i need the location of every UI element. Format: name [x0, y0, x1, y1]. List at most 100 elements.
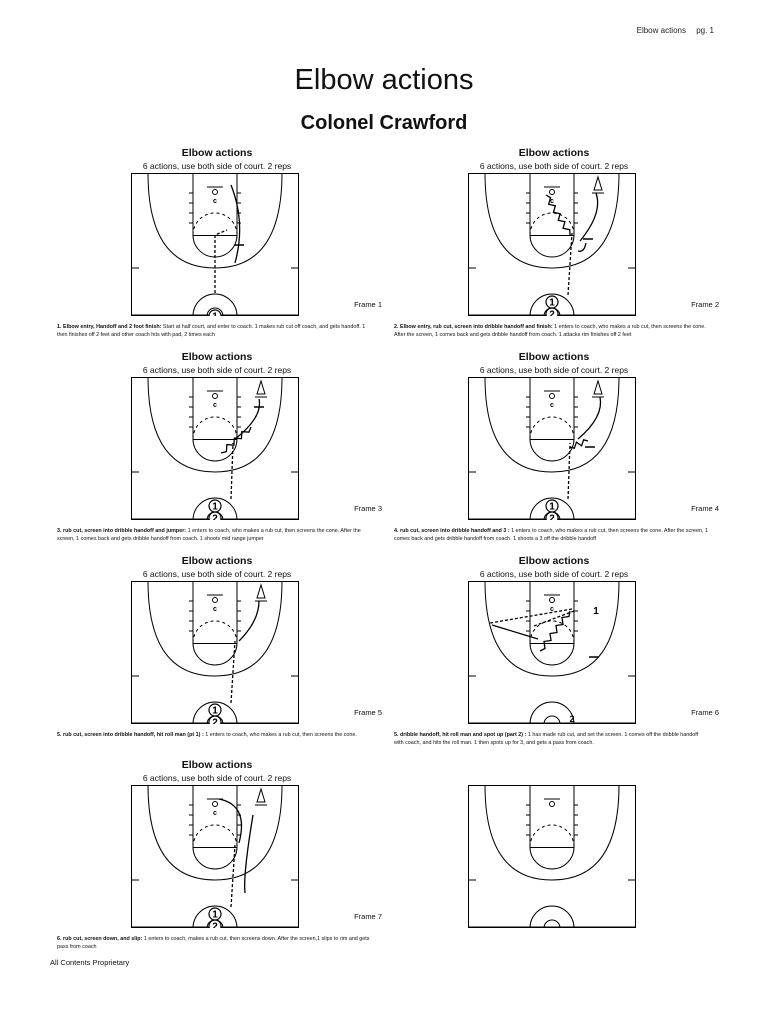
- blank-court-cell: [384, 785, 724, 928]
- player-2: 2: [569, 714, 574, 724]
- caption-heading: 1. Elbow entry, Handoff and 2 foot finis…: [57, 324, 162, 330]
- header-page-number: pg. 1: [696, 26, 714, 35]
- frame-label: Frame 7: [354, 912, 382, 921]
- player-2-label: 2: [212, 514, 218, 521]
- free-throw-circle-top: [529, 212, 575, 236]
- frame-subtitle: 6 actions, use both side of court. 2 rep…: [142, 161, 292, 171]
- player-2: 2: [208, 511, 222, 521]
- caption-heading: 2. Elbow entry, rub cut, screen into dri…: [394, 324, 553, 330]
- court-diagram: c12: [131, 581, 299, 724]
- coach-marker: c: [550, 606, 554, 613]
- caption-heading: 5. rub cut, screen into dribble handoff,…: [57, 732, 204, 738]
- frame-caption: 1. Elbow entry, Handoff and 2 foot finis…: [57, 323, 372, 339]
- free-throw-circle-top: [192, 212, 238, 236]
- player-2: 2: [208, 919, 222, 928]
- center-circle-outer: [529, 293, 575, 316]
- frame-cell-7: Elbow actions 6 actions, use both side of…: [47, 759, 387, 950]
- frame-label: Frame 6: [691, 708, 719, 717]
- lane: [192, 785, 238, 848]
- pass-path: [567, 232, 573, 296]
- frame-label: Frame 2: [691, 300, 719, 309]
- free-throw-circle-top: [529, 824, 575, 848]
- caption-body: 1 enters to coach, who makes a rub cut, …: [203, 732, 357, 738]
- return-path: [577, 242, 587, 252]
- player-2: 2: [545, 511, 559, 520]
- dribble-path: [569, 439, 589, 449]
- player-1: 1: [208, 703, 222, 717]
- cone-icon: [592, 175, 604, 194]
- cut-path: [230, 184, 241, 264]
- player-2: 2: [545, 307, 559, 317]
- cut-path: [579, 192, 599, 242]
- dribble-path: [220, 426, 252, 454]
- frame-label: Frame 1: [354, 300, 382, 309]
- free-throw-circle-top: [529, 620, 575, 644]
- three-point-arc: [147, 581, 283, 677]
- court-diagram-blank: [468, 785, 636, 928]
- dribble-path: [545, 194, 571, 236]
- rim: [212, 189, 218, 195]
- frame-subtitle: 6 actions, use both side of court. 2 rep…: [142, 773, 292, 783]
- player-1: 1: [593, 606, 599, 617]
- document-subtitle: Colonel Crawford: [300, 112, 468, 134]
- caption-heading: 3. rub cut, screen into dribble handoff …: [57, 528, 187, 534]
- frame-title: Elbow actions: [181, 759, 253, 771]
- free-throw-circle-bottom: [192, 642, 238, 666]
- rim: [212, 801, 218, 807]
- frame-subtitle: 6 actions, use both side of court. 2 rep…: [142, 365, 292, 375]
- rim: [549, 597, 555, 603]
- cut-path: [234, 398, 261, 440]
- court-diagram: c12: [131, 173, 299, 316]
- frame-title: Elbow actions: [518, 555, 590, 567]
- cone-icon: [255, 379, 267, 398]
- rim: [212, 597, 218, 603]
- caption-body: 1 has made rub cut, and set the screen. …: [394, 732, 699, 746]
- player-2: 2: [208, 715, 222, 725]
- player-1-label: 1: [549, 298, 555, 309]
- rim: [212, 393, 218, 399]
- three-point-arc: [484, 173, 620, 269]
- coach-marker: c: [213, 810, 217, 817]
- free-throw-circle-bottom: [529, 642, 575, 666]
- court-diagram: c 12: [131, 785, 299, 928]
- frame-caption: 3. rub cut, screen into dribble handoff …: [57, 527, 372, 543]
- center-circle-inner: [543, 715, 561, 724]
- frame-subtitle: 6 actions, use both side of court. 2 rep…: [479, 161, 629, 171]
- center-circle-outer: [192, 701, 238, 724]
- pass-path: [533, 610, 575, 627]
- center-circle-outer: [529, 701, 575, 724]
- frame-caption: 5. rub cut, screen into dribble handoff,…: [57, 731, 372, 739]
- frame-title: Elbow actions: [181, 351, 253, 363]
- free-throw-circle-top: [192, 620, 238, 644]
- free-throw-circle-bottom: [192, 438, 238, 462]
- caption-body: 1 enters to coach, makes a rub cut, then…: [57, 936, 370, 950]
- free-throw-circle-top: [529, 416, 575, 440]
- pass-path: [230, 640, 236, 704]
- frame-caption: 2. Elbow entry, rub cut, screen into dri…: [394, 323, 709, 339]
- free-throw-circle-bottom: [529, 438, 575, 462]
- lane: [529, 581, 575, 644]
- lane: [529, 377, 575, 440]
- three-point-arc: [484, 377, 620, 473]
- center-circle-outer: [192, 905, 238, 928]
- player-1: 1: [208, 907, 222, 921]
- cut-path: [577, 396, 602, 440]
- caption-body: Start at half court, and enter to coach.…: [57, 324, 366, 338]
- pass-path: [489, 608, 573, 624]
- court-diagram: c12: [468, 173, 636, 316]
- frame-label: Frame 5: [354, 708, 382, 717]
- player-1-label: 1: [212, 910, 218, 921]
- player-2-label: 2: [549, 310, 555, 317]
- player-1: 1: [208, 499, 222, 513]
- pass-path: [230, 844, 236, 908]
- frame-caption: 4. rub cut, screen into dribble handoff …: [394, 527, 709, 543]
- coach-marker: c: [550, 402, 554, 409]
- caption-heading: 6. rub cut, screen down, and slip:: [57, 936, 143, 942]
- slip-path: [244, 814, 254, 894]
- frame-caption: 6. rub cut, screen down, and slip: 1 ent…: [57, 935, 372, 951]
- player-2-label: 2: [212, 718, 218, 725]
- cone-icon: [592, 379, 604, 398]
- caption-body: 1 enters to coach, who makes a rub cut, …: [57, 528, 361, 542]
